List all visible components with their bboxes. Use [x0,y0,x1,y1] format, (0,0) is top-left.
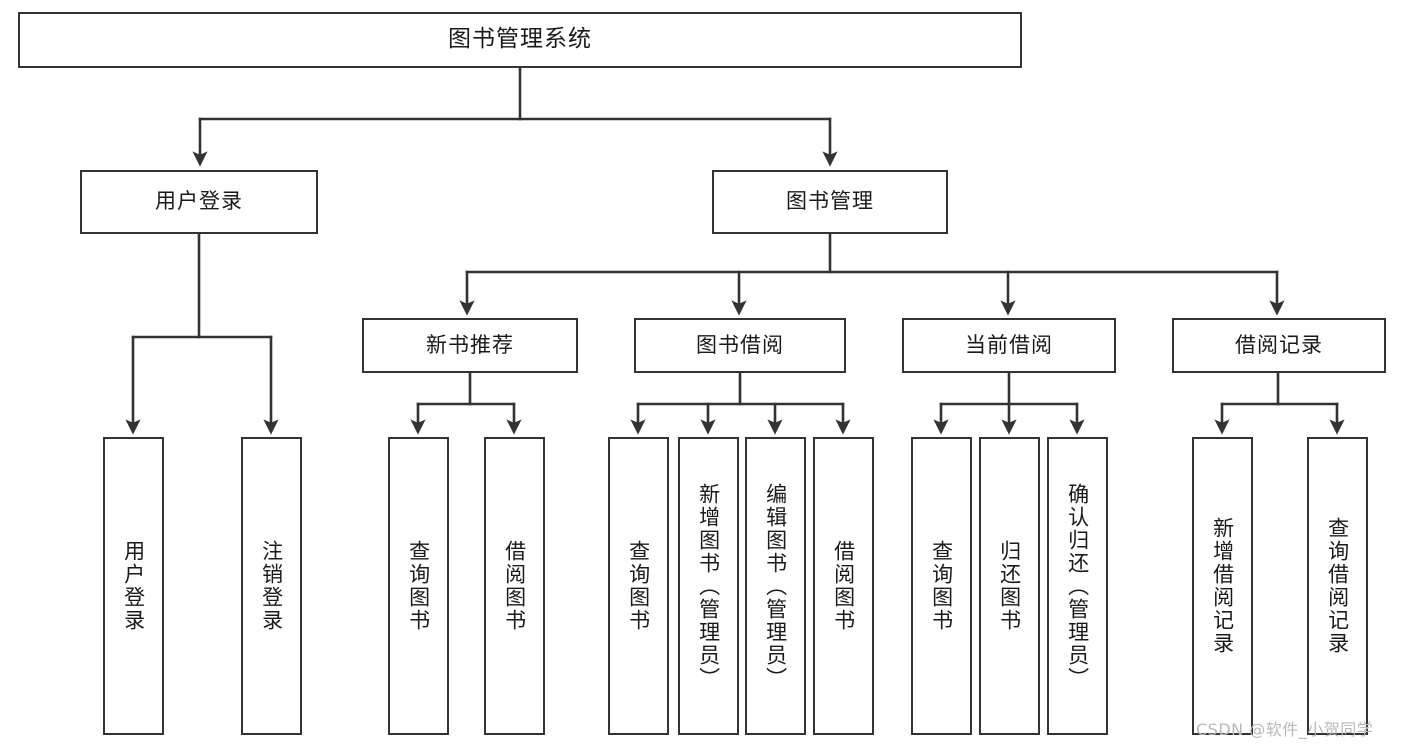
leaf-query-record-label: 查询借阅记录 [1325,517,1350,655]
leaf-query-book-1[interactable]: 查询图书 [388,437,449,735]
node-borrow-record[interactable]: 借阅记录 [1172,318,1386,373]
leaf-add-record-label: 新增借阅记录 [1210,517,1235,655]
node-current-borrow-label: 当前借阅 [965,332,1053,357]
watermark-text: CSDN @软件_小贺同学 [1196,720,1374,739]
node-book-borrow-label: 图书借阅 [696,332,784,357]
leaf-borrow-book-2[interactable]: 借阅图书 [813,437,874,735]
leaf-query-book-1-label: 查询图书 [406,540,431,632]
leaf-borrow-book-1-label: 借阅图书 [502,540,527,632]
leaf-return-book-label: 归还图书 [997,540,1022,632]
leaf-borrow-book-1[interactable]: 借阅图书 [484,437,545,735]
leaf-confirm-return-label: 确认归还（管理员） [1065,482,1090,690]
leaf-user-logout[interactable]: 注销登录 [241,437,302,735]
node-user-login-label: 用户登录 [155,189,243,214]
node-new-book-recommend[interactable]: 新书推荐 [362,318,578,373]
leaf-user-login[interactable]: 用户登录 [103,437,164,735]
leaf-user-login-label: 用户登录 [121,540,146,632]
leaf-query-book-2-label: 查询图书 [626,540,651,632]
leaf-query-record[interactable]: 查询借阅记录 [1307,437,1368,735]
leaf-add-book-label: 新增图书（管理员） [696,482,721,690]
leaf-return-book[interactable]: 归还图书 [979,437,1040,735]
node-borrow-record-label: 借阅记录 [1235,332,1323,357]
leaf-borrow-book-2-label: 借阅图书 [831,540,856,632]
node-root-system[interactable]: 图书管理系统 [18,12,1022,68]
leaf-add-book[interactable]: 新增图书（管理员） [678,437,739,735]
leaf-add-record[interactable]: 新增借阅记录 [1192,437,1253,735]
node-user-login[interactable]: 用户登录 [80,170,318,234]
leaf-query-book-3-label: 查询图书 [929,540,954,632]
node-root-system-label: 图书管理系统 [448,26,592,53]
node-new-book-recommend-label: 新书推荐 [426,332,514,357]
leaf-query-book-2[interactable]: 查询图书 [608,437,669,735]
node-current-borrow[interactable]: 当前借阅 [902,318,1116,373]
node-book-manage-label: 图书管理 [786,189,874,214]
leaf-confirm-return[interactable]: 确认归还（管理员） [1047,437,1108,735]
leaf-edit-book-label: 编辑图书（管理员） [763,482,788,690]
leaf-user-logout-label: 注销登录 [259,540,284,632]
leaf-query-book-3[interactable]: 查询图书 [911,437,972,735]
node-book-manage[interactable]: 图书管理 [712,170,948,234]
node-book-borrow[interactable]: 图书借阅 [634,318,846,373]
leaf-edit-book[interactable]: 编辑图书（管理员） [745,437,806,735]
